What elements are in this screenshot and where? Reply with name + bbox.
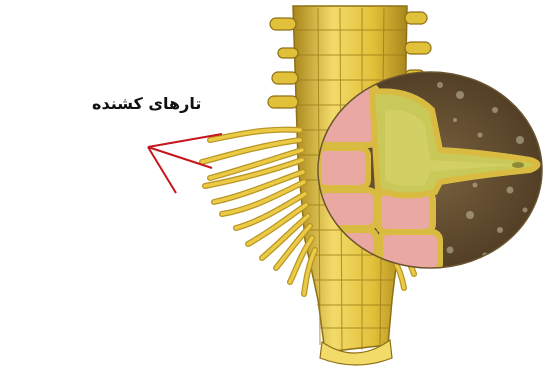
nucleus [512, 162, 524, 168]
root-hairs-label: تارهای کشنده [92, 94, 201, 113]
